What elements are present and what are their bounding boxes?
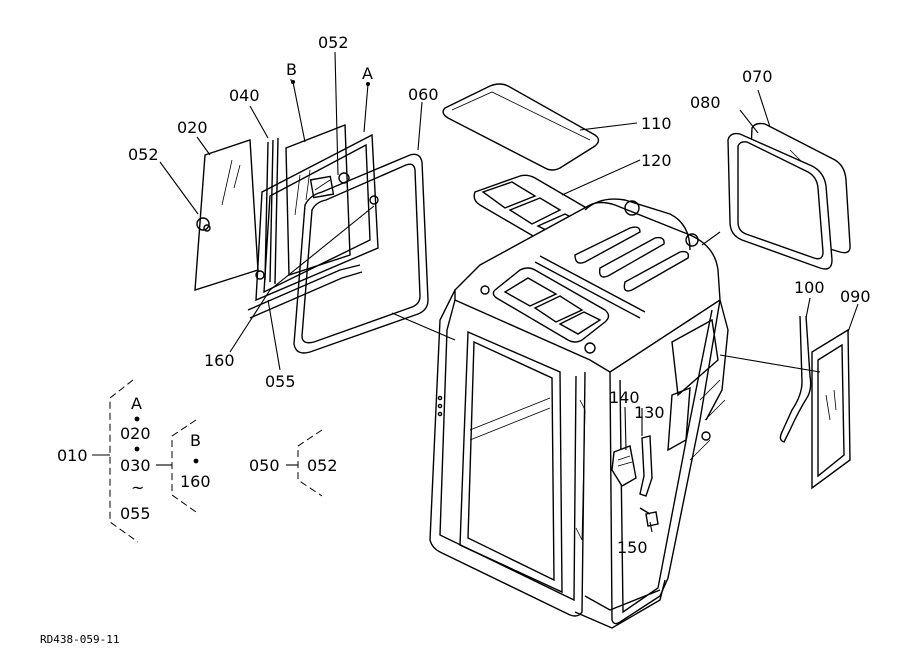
label-160: 160: [204, 351, 235, 370]
label-150: 150: [617, 538, 648, 557]
legend-160: 160: [180, 472, 211, 491]
seal-strip-100: [779, 315, 812, 443]
label-140: 140: [609, 388, 640, 407]
drawing-code: RD438-059-11: [40, 633, 119, 646]
label-090: 090: [840, 287, 871, 306]
label-080: 080: [690, 93, 721, 112]
legend-bullet: [134, 416, 140, 422]
label-055: 055: [265, 372, 296, 391]
legend-010: 010: [57, 446, 88, 465]
legend-bullet: [193, 458, 199, 464]
label-070: 070: [742, 67, 773, 86]
rear-frame-080: [727, 132, 833, 270]
label-052-left: 052: [128, 145, 159, 164]
label-060: 060: [408, 85, 439, 104]
label-110: 110: [641, 114, 672, 133]
assembly-legend: 010 A 020 030 ~ 055 B 160 050 052: [57, 379, 338, 543]
label-130: 130: [634, 403, 665, 422]
leader-lines: [159, 51, 859, 533]
legend-020: 020: [120, 424, 151, 443]
side-glass-090: [811, 328, 851, 490]
legend-030: 030: [120, 456, 151, 475]
seal-strip-040: [264, 137, 279, 285]
legend-b: B: [190, 431, 201, 450]
gasket-055: [247, 264, 363, 319]
legend-a: A: [131, 394, 142, 413]
legend-055: 055: [120, 504, 151, 523]
label-120: 120: [641, 151, 672, 170]
rubber-seal-060: [293, 153, 429, 354]
cab-body: [429, 198, 729, 629]
callout-labels: 020 052 040 B 052 A 060 110 120 080 070 …: [128, 33, 871, 557]
label-a: A: [362, 64, 373, 83]
window-frame-a: [255, 133, 379, 302]
lever-130: [639, 435, 653, 497]
label-b: B: [286, 60, 297, 79]
bolt-150: [639, 507, 659, 527]
legend-052: 052: [307, 456, 338, 475]
roof-glass-110: [442, 83, 600, 171]
door-glass-020: [194, 139, 259, 291]
legend-bullet: [134, 446, 140, 452]
label-040: 040: [229, 86, 260, 105]
label-052-top: 052: [318, 33, 349, 52]
label-100: 100: [794, 278, 825, 297]
latch-140: [611, 445, 637, 487]
legend-050: 050: [249, 456, 280, 475]
legend-tilde: ~: [131, 478, 144, 497]
label-020: 020: [177, 118, 208, 137]
sliding-glass-b: [285, 123, 351, 276]
